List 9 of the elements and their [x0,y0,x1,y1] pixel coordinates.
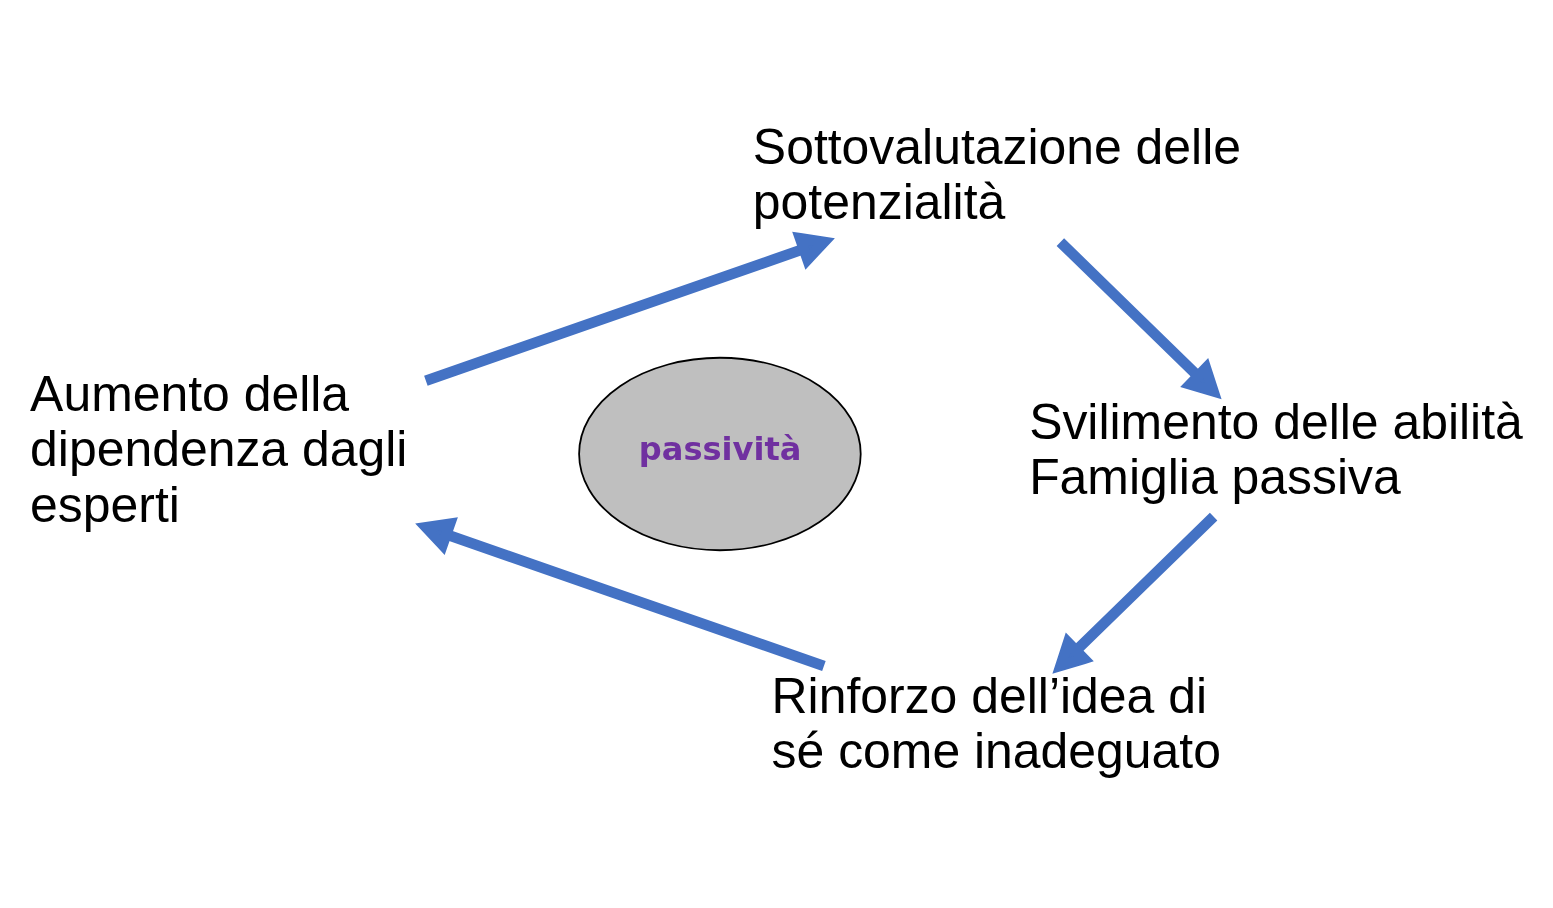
node-text: Svilimento delle abilità Famiglia passiva [1029,393,1523,505]
arrow [1052,512,1218,674]
arrow [424,231,835,386]
node-text: Aumento della dipendenza dagli esperti [30,366,408,533]
node-text: Sottovalutazione delle potenzialità [752,119,1242,231]
node-text: Rinforzo dell’idea di sé come inadeguato [771,668,1221,780]
node-ellipse: passività [578,356,862,552]
arrow [1056,238,1222,400]
arrow [415,517,826,672]
